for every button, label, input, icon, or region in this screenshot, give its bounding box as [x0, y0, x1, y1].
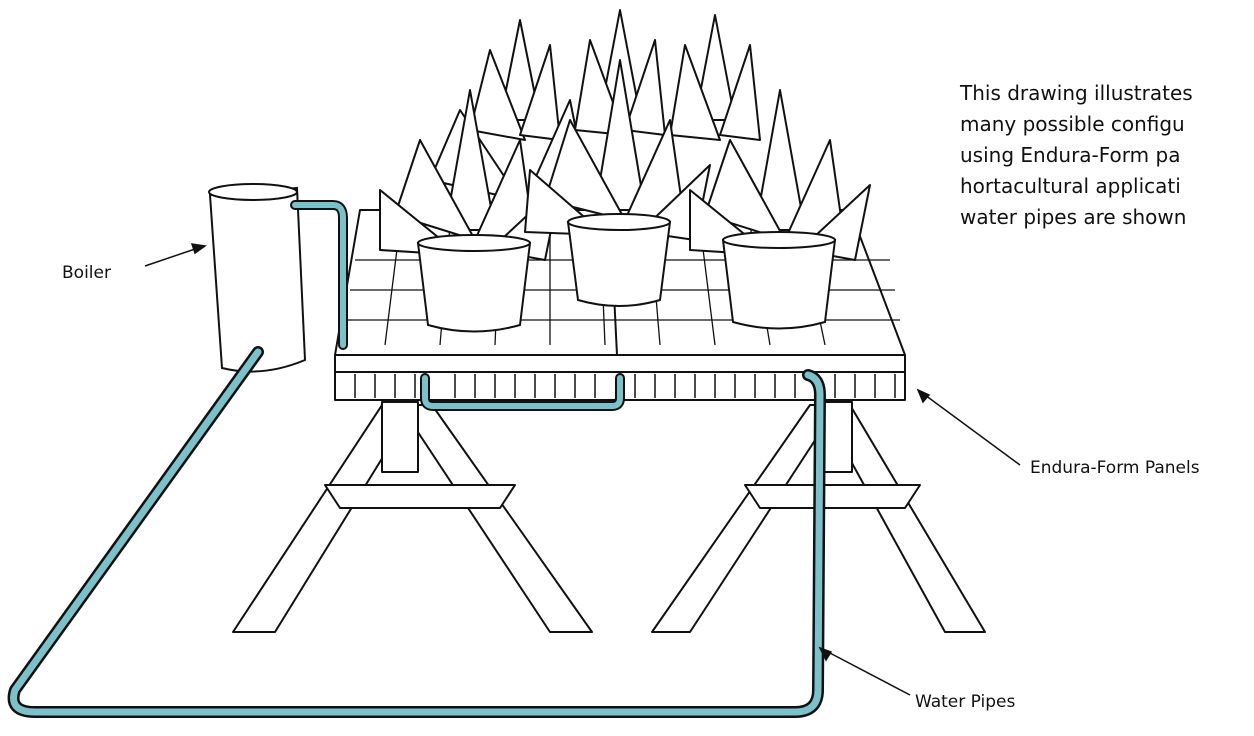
pot-left — [418, 235, 530, 332]
pot-right — [723, 232, 835, 329]
description-line: using Endura-Form pa — [960, 140, 1254, 171]
description-line: This drawing illustrates — [960, 78, 1254, 109]
sawhorse-left — [233, 402, 592, 632]
description-line: hortacultural applicati — [960, 171, 1254, 202]
pot-center — [568, 214, 670, 306]
boiler-label: Boiler — [62, 263, 111, 283]
boiler-icon — [209, 184, 305, 372]
description-text: This drawing illustrates many possible c… — [960, 78, 1254, 233]
endura-form-panels-label: Endura-Form Panels — [1030, 458, 1200, 478]
description-line: many possible configu — [960, 109, 1254, 140]
water-pipes-label: Water Pipes — [915, 692, 1015, 712]
plant-back-right — [670, 15, 760, 140]
description-line: water pipes are shown — [960, 202, 1254, 233]
